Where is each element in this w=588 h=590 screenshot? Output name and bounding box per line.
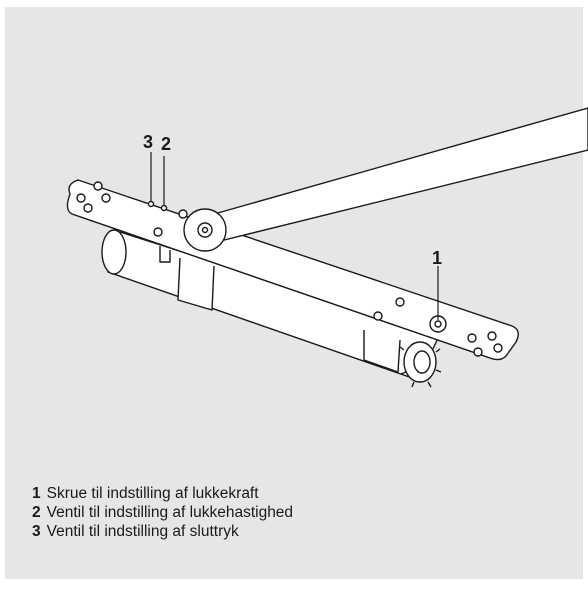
- callout-3: 3: [143, 132, 153, 152]
- mounting-plate: [66, 179, 519, 361]
- callout-2: 2: [161, 134, 171, 154]
- legend-text: Ventil til indstilling af sluttryk: [46, 523, 239, 540]
- legend-item-3: 3 Ventil til indstilling af sluttryk: [32, 522, 293, 541]
- callout-1: 1: [432, 248, 442, 268]
- legend-item-2: 2 Ventil til indstilling af lukkehastighe…: [32, 503, 293, 522]
- legend-number: 1: [32, 485, 41, 502]
- arm: [185, 107, 588, 245]
- legend-number: 3: [32, 523, 41, 540]
- valve-2: [160, 204, 168, 212]
- valve-3: [147, 200, 155, 208]
- legend-number: 2: [32, 504, 41, 521]
- legend-text: Ventil til indstilling af lukkehastighed: [46, 504, 294, 521]
- legend-item-1: 1 Skrue til indstilling af lukkekraft: [32, 484, 293, 503]
- closer-end-cap-left: [101, 229, 127, 275]
- legend-text: Skrue til indstilling af lukkekraft: [46, 485, 259, 502]
